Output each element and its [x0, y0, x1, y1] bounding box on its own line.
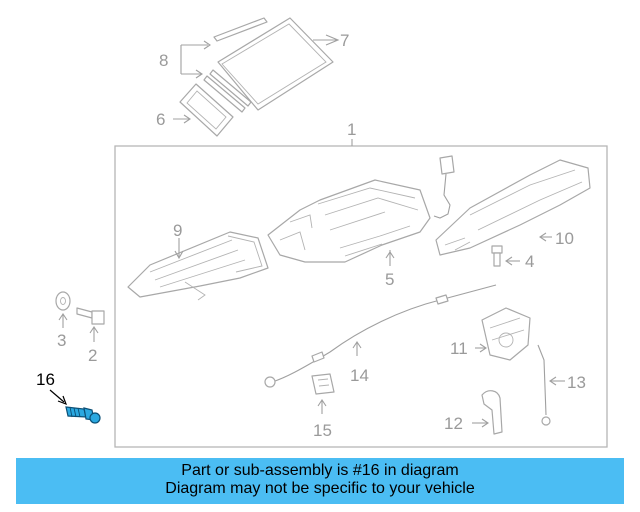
- callout-2: 2: [88, 346, 97, 365]
- part-16-stud: [49, 389, 101, 424]
- info-banner: Part or sub-assembly is #16 in diagram D…: [16, 458, 624, 504]
- part-15-clip: [311, 373, 335, 414]
- part-4-bolt: [491, 245, 520, 267]
- part-7-lid-panel: [217, 17, 340, 111]
- part-9-side-bracket: [127, 231, 269, 301]
- callout-4: 4: [525, 252, 534, 271]
- callout-9: 9: [173, 221, 182, 240]
- part-12-handle: [472, 390, 503, 435]
- callout-7: 7: [340, 31, 349, 50]
- part-3-washer: [55, 291, 71, 328]
- callout-12: 12: [444, 414, 463, 433]
- callout-16: 16: [36, 370, 55, 389]
- part-14-release-cable: [264, 284, 497, 388]
- part-5-glove-box: [267, 179, 431, 266]
- callout-13: 13: [567, 373, 586, 392]
- part-8-trim-strips: [180, 17, 268, 113]
- part-13-rod: [537, 344, 565, 426]
- banner-line-2: Diagram may not be specific to your vehi…: [165, 480, 475, 497]
- banner-line-1: Part or sub-assembly is #16 in diagram: [181, 462, 459, 479]
- callout-14: 14: [350, 366, 369, 385]
- callout-15: 15: [313, 421, 332, 440]
- callout-1: 1: [347, 120, 356, 139]
- callout-6: 6: [156, 110, 165, 129]
- part-2-screw: [76, 307, 105, 342]
- part-11-latch: [475, 307, 531, 361]
- callout-11: 11: [450, 339, 468, 358]
- part-6-cover: [173, 83, 234, 137]
- callout-3: 3: [57, 331, 66, 350]
- part-sensor-cable: [433, 155, 455, 219]
- callout-10: 10: [555, 229, 574, 248]
- assembly-frame: [114, 145, 608, 448]
- parts-diagram: 7 8 6 1 9 5: [36, 17, 608, 448]
- callout-5: 5: [385, 270, 394, 289]
- part-10-side-bracket: [435, 159, 591, 256]
- callout-8: 8: [159, 51, 168, 70]
